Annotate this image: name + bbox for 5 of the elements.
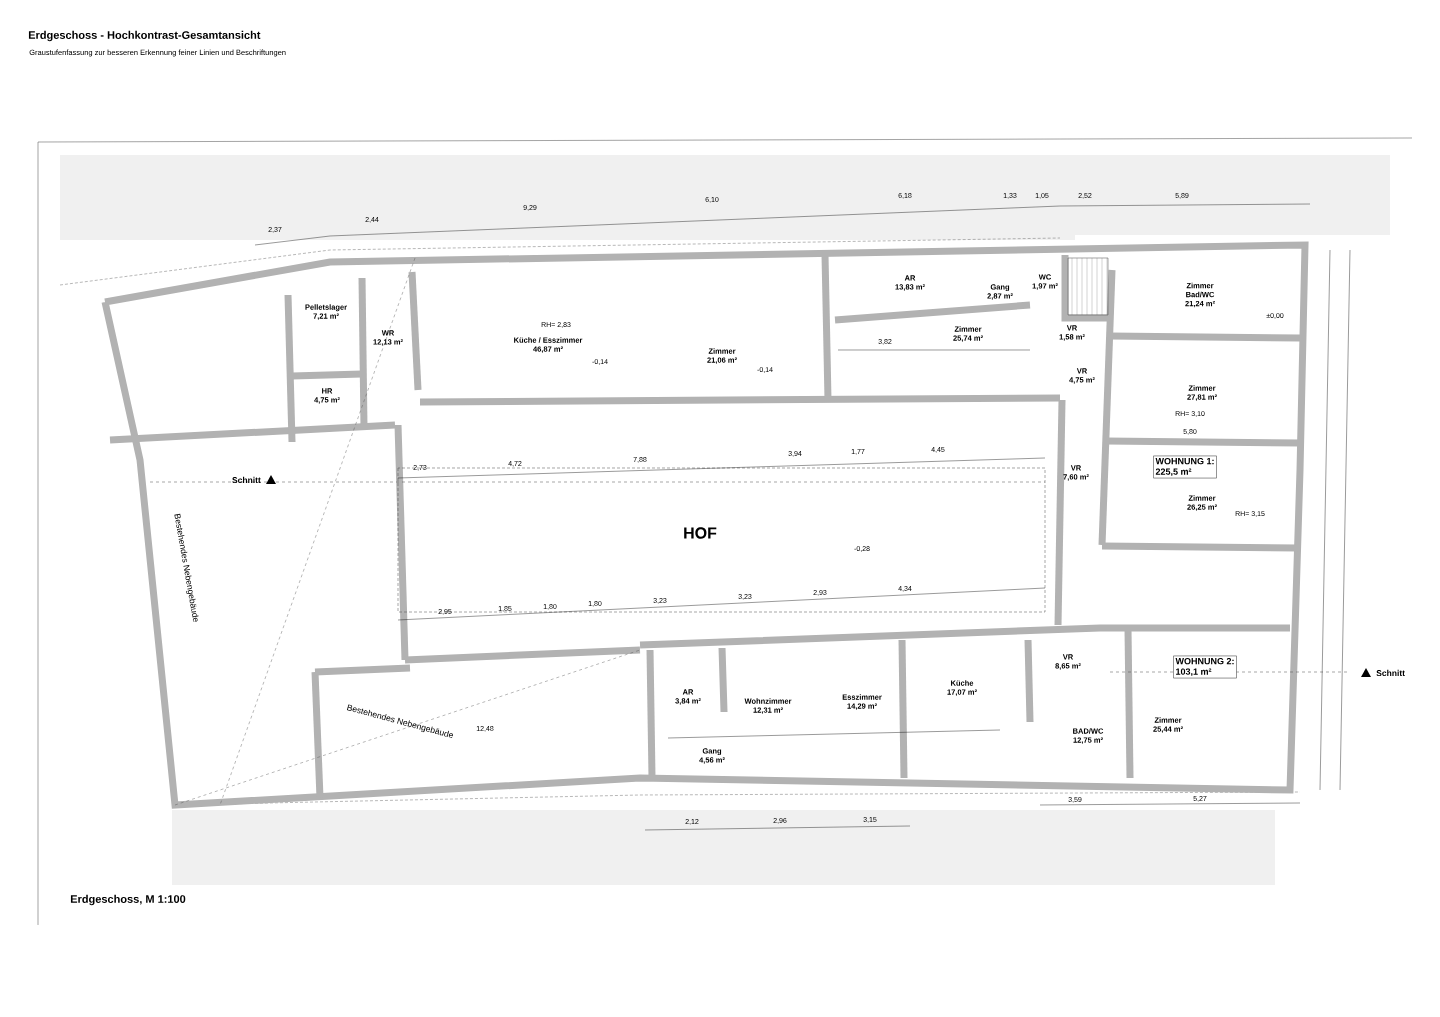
apartment-area-box: WOHNUNG 2: 103,1 m² [1173, 655, 1237, 679]
title: Erdgeschoss - Hochkontrast-Gesamtansicht [28, 30, 261, 42]
courtyard-label: HOF [684, 527, 717, 539]
caption: Erdgeschoss, M 1:100 [70, 894, 186, 906]
apartment-area-box: WOHNUNG 1: 225,5 m² [1153, 455, 1217, 479]
